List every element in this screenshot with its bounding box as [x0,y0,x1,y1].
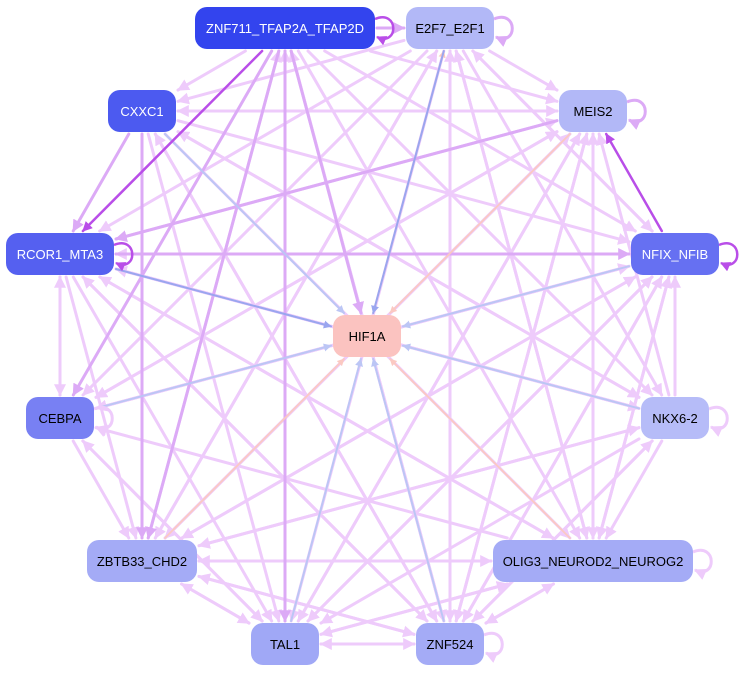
self-loop-znf524 [483,631,504,663]
edge-znf524-to-zbtb33_chd2 [197,573,416,636]
edge-e2f7_e2f1-to-meis2 [488,49,559,92]
edge-znf524-to-cxxc1 [153,132,439,623]
self-loop-nfix_nfib [718,242,739,272]
node-olig3-neurod2-neurog2[interactable]: OLIG3_NEUROD2_NEUROG2 [493,540,693,582]
node-tal1[interactable]: TAL1 [251,623,319,665]
edge-olig3_neurod2_neurog2-to-cebpa [94,424,509,540]
self-loop-cebpa [93,405,114,437]
edge-cebpa-to-hif1a [95,343,332,410]
edge-tal1-to-hif1a [290,358,363,622]
edge-rcor1_mta3-to-hif1a [115,268,332,329]
edge-znf711_tfap2a_tfap2d-to-olig3_neurod2_neurog2 [296,49,582,540]
self-loop-rcor1_mta3 [113,242,134,272]
edge-nfix_nfib-to-hif1a [402,265,630,329]
node-zbtb33-chd2[interactable]: ZBTB33_CHD2 [87,540,197,582]
node-meis2[interactable]: MEIS2 [559,90,627,132]
edge-zbtb33_chd2-to-e2f7_e2f1 [153,49,439,540]
node-e2f7-e2f1[interactable]: E2F7_E2F1 [406,7,494,49]
self-loop-olig3_neurod2_neurog2 [692,548,713,580]
edge-zbtb33_chd2-to-hif1a [164,358,345,539]
edge-zbtb33_chd2-to-nfix_nfib [180,275,637,540]
edge-meis2-to-rcor1_mta3 [114,119,559,242]
edge-znf524-to-olig3_neurod2_neurog2 [484,582,555,625]
edge-nkx6-2-to-cxxc1 [176,130,641,399]
edge-znf524-to-hif1a [371,358,445,622]
edge-e2f7_e2f1-to-hif1a [371,50,445,314]
edge-cxxc1-to-hif1a [164,133,345,314]
node-rcor1-mta3[interactable]: RCOR1_MTA3 [6,233,114,275]
edge-zbtb33_chd2-to-nkx6-2 [197,424,641,548]
node-cebpa[interactable]: CEBPA [26,397,94,439]
edge-cebpa-to-meis2 [94,130,559,399]
edge-e2f7_e2f1-to-cxxc1 [176,38,406,105]
edge-tal1-to-zbtb33_chd2 [180,582,251,625]
edge-meis2-to-hif1a [389,133,571,314]
edge-olig3_neurod2_neurog2-to-rcor1_mta3 [98,275,555,540]
node-nfix-nfib[interactable]: NFIX_NFIB [631,233,719,275]
node-znf524[interactable]: ZNF524 [416,623,484,665]
edge-nkx6-2-to-olig3_neurod2_neurog2 [604,439,664,540]
edge-znf711_tfap2a_tfap2d-to-cxxc1 [176,49,247,92]
self-loop-meis2 [626,98,647,130]
node-hif1a[interactable]: HIF1A [333,315,401,357]
edge-cxxc1-to-rcor1_mta3 [71,132,131,233]
node-cxxc1[interactable]: CXXC1 [108,90,176,132]
self-loop-e2f7_e2f1 [493,15,514,47]
edge-olig3_neurod2_neurog2-to-hif1a [389,358,571,539]
node-nkx6-2[interactable]: NKX6-2 [641,397,709,439]
edge-cebpa-to-zbtb33_chd2 [71,439,131,540]
edge-znf711_tfap2a_tfap2d-to-rcor1_mta3 [81,49,264,233]
self-loop-nkx6-2 [708,405,729,437]
self-loop-znf711_tfap2a_tfap2d [374,16,395,46]
edge-nfix_nfib-to-meis2 [604,132,664,233]
edge-nkx6-2-to-hif1a [402,343,640,410]
node-znf711-tfap2a-tfap2d[interactable]: ZNF711_TFAP2A_TFAP2D [195,7,375,49]
